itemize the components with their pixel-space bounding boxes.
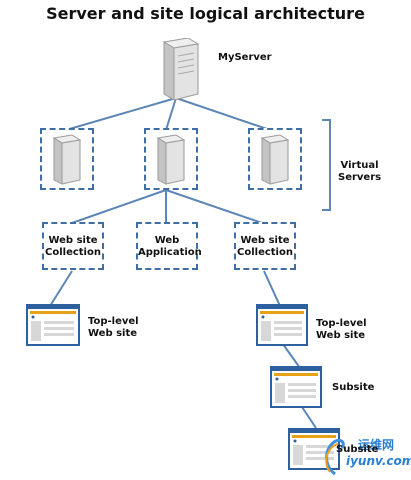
watermark: 运维网 iyunv.com — [318, 434, 411, 480]
web-application-line1: Web — [154, 235, 180, 246]
collection-left-line2: Collection — [45, 247, 101, 258]
virtual-servers-bracket — [322, 119, 331, 211]
top-level-left-line1: Top-level — [88, 316, 139, 327]
server-icon — [52, 134, 82, 185]
server-icon — [260, 134, 290, 185]
virtual-servers-label: Virtual Servers — [338, 160, 382, 183]
diagram-title: Server and site logical architecture — [46, 4, 365, 23]
subsite-1-label: Subsite — [332, 382, 375, 393]
web-site-collection-left: Web site Collection — [42, 222, 104, 270]
connector-myserver-vs2 — [165, 97, 177, 131]
virtual-server-3 — [248, 128, 302, 190]
connector-subsite1-subsite2 — [299, 403, 317, 429]
connector-myserver-vs1 — [65, 97, 177, 131]
collection-left-line1: Web site — [48, 235, 98, 246]
connector-collection-left-toplevel — [49, 270, 73, 307]
watermark-brand-bottom: iyunv.com — [346, 454, 411, 468]
connector-vs2-collection-left — [71, 189, 167, 224]
connector-myserver-vs3 — [175, 97, 271, 131]
top-level-right-line2: Web site — [316, 330, 366, 341]
my-server-label: MyServer — [218, 52, 272, 63]
top-level-left-line2: Web site — [88, 328, 138, 339]
watermark-swirl-icon — [325, 438, 345, 476]
subsite-1-icon — [270, 366, 322, 412]
connector-collection-right-toplevel — [263, 270, 281, 307]
collection-right-line1: Web site — [240, 235, 290, 246]
web-site-collection-right: Web site Collection — [234, 222, 296, 270]
virtual-server-1 — [40, 128, 94, 190]
top-level-site-right-icon — [256, 304, 308, 350]
server-icon — [156, 134, 186, 185]
web-application: Web Application — [136, 222, 202, 270]
top-level-site-left-icon — [26, 304, 80, 350]
connector-vs2-collection-right — [165, 189, 263, 224]
web-application-line2: Application — [138, 247, 202, 258]
my-server-icon — [154, 37, 200, 104]
top-level-right-line1: Top-level — [316, 318, 367, 329]
watermark-brand-top: 运维网 — [358, 438, 395, 452]
subsite-2-label: Subsite — [336, 444, 379, 455]
collection-right-line2: Collection — [237, 247, 293, 258]
virtual-server-2 — [144, 128, 198, 190]
